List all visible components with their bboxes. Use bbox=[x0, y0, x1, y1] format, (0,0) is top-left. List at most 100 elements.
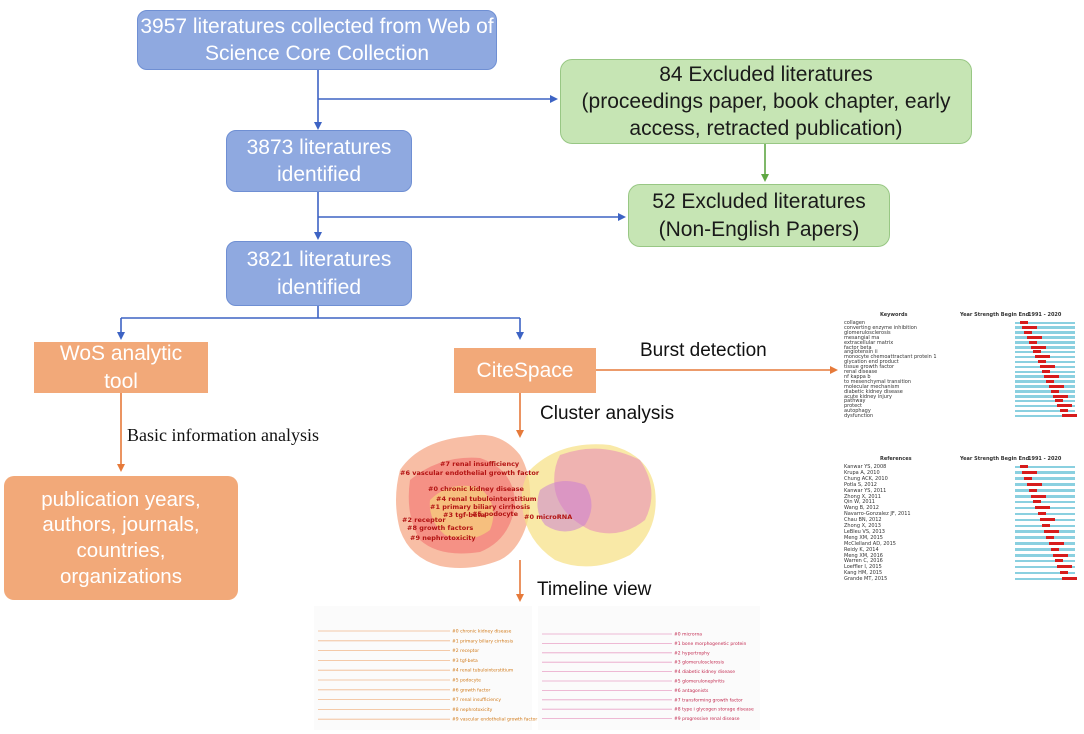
timeline-cluster-label: #1 primary biliary cirrhosis bbox=[452, 638, 514, 644]
timeline-cluster-label: #9 vascular endothelial growth factor bbox=[452, 717, 537, 723]
burst-row-label: Zhong X, 2013 bbox=[844, 523, 881, 529]
burst-timeline-bar bbox=[1015, 500, 1075, 504]
box-excluded-2: 52 Excluded literatures (Non-English Pap… bbox=[628, 184, 890, 247]
cluster-label: #5 podocyte bbox=[472, 510, 519, 518]
burst-timeline-bar bbox=[1015, 548, 1075, 551]
burst-strength-bar bbox=[1042, 524, 1050, 527]
box-excluded-2-detail: (Non-English Papers) bbox=[658, 217, 860, 241]
burst-timeline-bar bbox=[1015, 321, 1075, 324]
burst-strength-bar bbox=[1062, 414, 1077, 418]
burst-strength-bar bbox=[1046, 379, 1054, 383]
burst-timeline-bar bbox=[1015, 331, 1075, 334]
burst-row: acute kidney injury bbox=[840, 393, 1080, 400]
burst-strength-bar bbox=[1055, 399, 1063, 403]
burst-strength-bar bbox=[1055, 559, 1063, 563]
burst-row: Chung ACK, 2010 bbox=[840, 476, 1080, 482]
timeline-cluster-label: #3 glomerulosclerosis bbox=[674, 660, 725, 666]
burst-row: Meng XM, 2015 bbox=[840, 534, 1080, 541]
burst-timeline-bar bbox=[1015, 390, 1075, 393]
burst-row-label: renal disease bbox=[844, 369, 878, 375]
box-citespace-text: CiteSpace bbox=[476, 358, 574, 382]
burst-row-label: Grande MT, 2015 bbox=[844, 576, 888, 583]
burst-row: glomerulosclerosis bbox=[840, 329, 1080, 336]
burst-row: Potla S, 2012 bbox=[840, 482, 1080, 488]
burst-row: tissue growth factor bbox=[840, 364, 1080, 370]
cluster-label: #4 renal tubulointerstitium bbox=[436, 495, 537, 503]
burst-row-label: factor beta bbox=[844, 344, 872, 351]
burst-row-label: glycation end product bbox=[844, 359, 899, 366]
burst-row: Krupa A, 2010 bbox=[840, 469, 1080, 476]
timeline-cluster-label: #8 nephrotoxicity bbox=[452, 707, 493, 713]
timeline-cluster-label: #5 glomerulonephritis bbox=[674, 679, 725, 685]
burst-row: diabetic kidney disease bbox=[840, 389, 1080, 395]
burst-strength-bar bbox=[1024, 330, 1032, 334]
burst-row: Chau BN, 2012 bbox=[840, 517, 1080, 523]
burst-strength-bar bbox=[1060, 409, 1068, 413]
burst-row-label: extracellular matrix bbox=[844, 339, 894, 346]
box-identified-1-text: 3873 literatures identified bbox=[246, 135, 392, 186]
burst-row-label: Meng XM, 2015 bbox=[844, 534, 883, 541]
label-basic-information: Basic information analysis bbox=[127, 425, 319, 445]
burst-strength-bar bbox=[1049, 384, 1064, 388]
burst-strength-bar bbox=[1051, 389, 1059, 393]
burst-strength-bar bbox=[1044, 374, 1059, 378]
burst-row: mesangial ma bbox=[840, 335, 1080, 341]
burst-row: pathway bbox=[840, 398, 1080, 404]
timeline-cluster-label: #5 podocyte bbox=[452, 678, 481, 684]
burst-row: renal disease bbox=[840, 369, 1080, 375]
timeline-cluster-label: #3 tgf-beta bbox=[452, 658, 478, 664]
burst-row: factor beta bbox=[840, 344, 1080, 351]
burst-row-label: Krupa A, 2010 bbox=[844, 469, 880, 476]
burst-strength-bar bbox=[1051, 547, 1059, 551]
burst-row-label: acute kidney injury bbox=[844, 393, 892, 400]
burst-header-cell: References bbox=[880, 456, 912, 462]
burst-timeline-bar bbox=[1015, 542, 1075, 545]
burst-header-cell: 1991 - 2020 bbox=[1028, 456, 1062, 462]
burst-timeline-bar bbox=[1015, 380, 1075, 383]
burst-strength-bar bbox=[1040, 365, 1055, 369]
burst-row-label: Navarro-Gonzalez JF, 2011 bbox=[844, 511, 911, 518]
burst-strength-bar bbox=[1022, 325, 1037, 329]
burst-row-label: protect bbox=[844, 403, 862, 410]
cluster-label: #3 tgf-beta bbox=[443, 511, 485, 519]
box-excluded-1-detail: (proceedings paper, book chapter, early … bbox=[581, 89, 951, 141]
burst-strength-bar bbox=[1029, 340, 1037, 344]
burst-timeline-bar bbox=[1015, 565, 1075, 569]
box-citespace: CiteSpace bbox=[454, 348, 596, 393]
burst-header-cell: Year Strength Begin End bbox=[960, 456, 1030, 462]
cluster-label: #8 growth factors bbox=[407, 524, 473, 532]
burst-row: Wang B, 2012 bbox=[840, 505, 1080, 511]
burst-row: monocyte chemoattractant protein 1 bbox=[840, 354, 1080, 361]
burst-row-label: to mesenchymal transition bbox=[844, 378, 912, 385]
timeline-cluster-label: #0 chronic kidney disease bbox=[452, 629, 512, 635]
burst-strength-bar bbox=[1044, 529, 1059, 533]
burst-strength-bar bbox=[1060, 571, 1068, 575]
timeline-cluster-label: #6 growth factor bbox=[452, 687, 490, 693]
burst-timeline-bar bbox=[1015, 465, 1075, 468]
timeline-cluster-label: #1 bone morphogenetic protein bbox=[674, 641, 746, 647]
timeline-cluster-label: #4 renal tubulointerstitium bbox=[452, 668, 513, 674]
burst-row: molecular mechanism bbox=[840, 384, 1080, 390]
box-wos-tool: WoS analytic tool bbox=[34, 342, 208, 393]
burst-row-label: Qin W, 2011 bbox=[844, 499, 875, 506]
burst-timeline-bar bbox=[1015, 489, 1075, 492]
burst-row-label: glomerulosclerosis bbox=[844, 329, 891, 336]
burst-timeline-bar bbox=[1015, 326, 1075, 329]
burst-row: Qin W, 2011 bbox=[840, 499, 1080, 506]
burst-strength-bar bbox=[1027, 335, 1042, 339]
burst-strength-bar bbox=[1029, 488, 1037, 492]
burst-timeline-bar bbox=[1015, 477, 1075, 480]
burst-row: autophagy bbox=[840, 408, 1080, 414]
burst-row-label: monocyte chemoattractant protein 1 bbox=[844, 354, 937, 361]
burst-row: dysfunction bbox=[840, 413, 1080, 419]
cluster-label: #6 vascular endothelial growth factor bbox=[400, 469, 540, 477]
burst-strength-bar bbox=[1046, 535, 1054, 539]
timeline-cluster-label: #2 receptor bbox=[452, 648, 479, 654]
burst-timeline-bar bbox=[1015, 554, 1075, 557]
burst-header-cell: Keywords bbox=[880, 312, 908, 318]
burst-timeline-bar bbox=[1015, 336, 1075, 339]
burst-row: nf kappa b bbox=[840, 374, 1080, 380]
burst-row-label: Kanwar YS, 2008 bbox=[844, 464, 887, 470]
